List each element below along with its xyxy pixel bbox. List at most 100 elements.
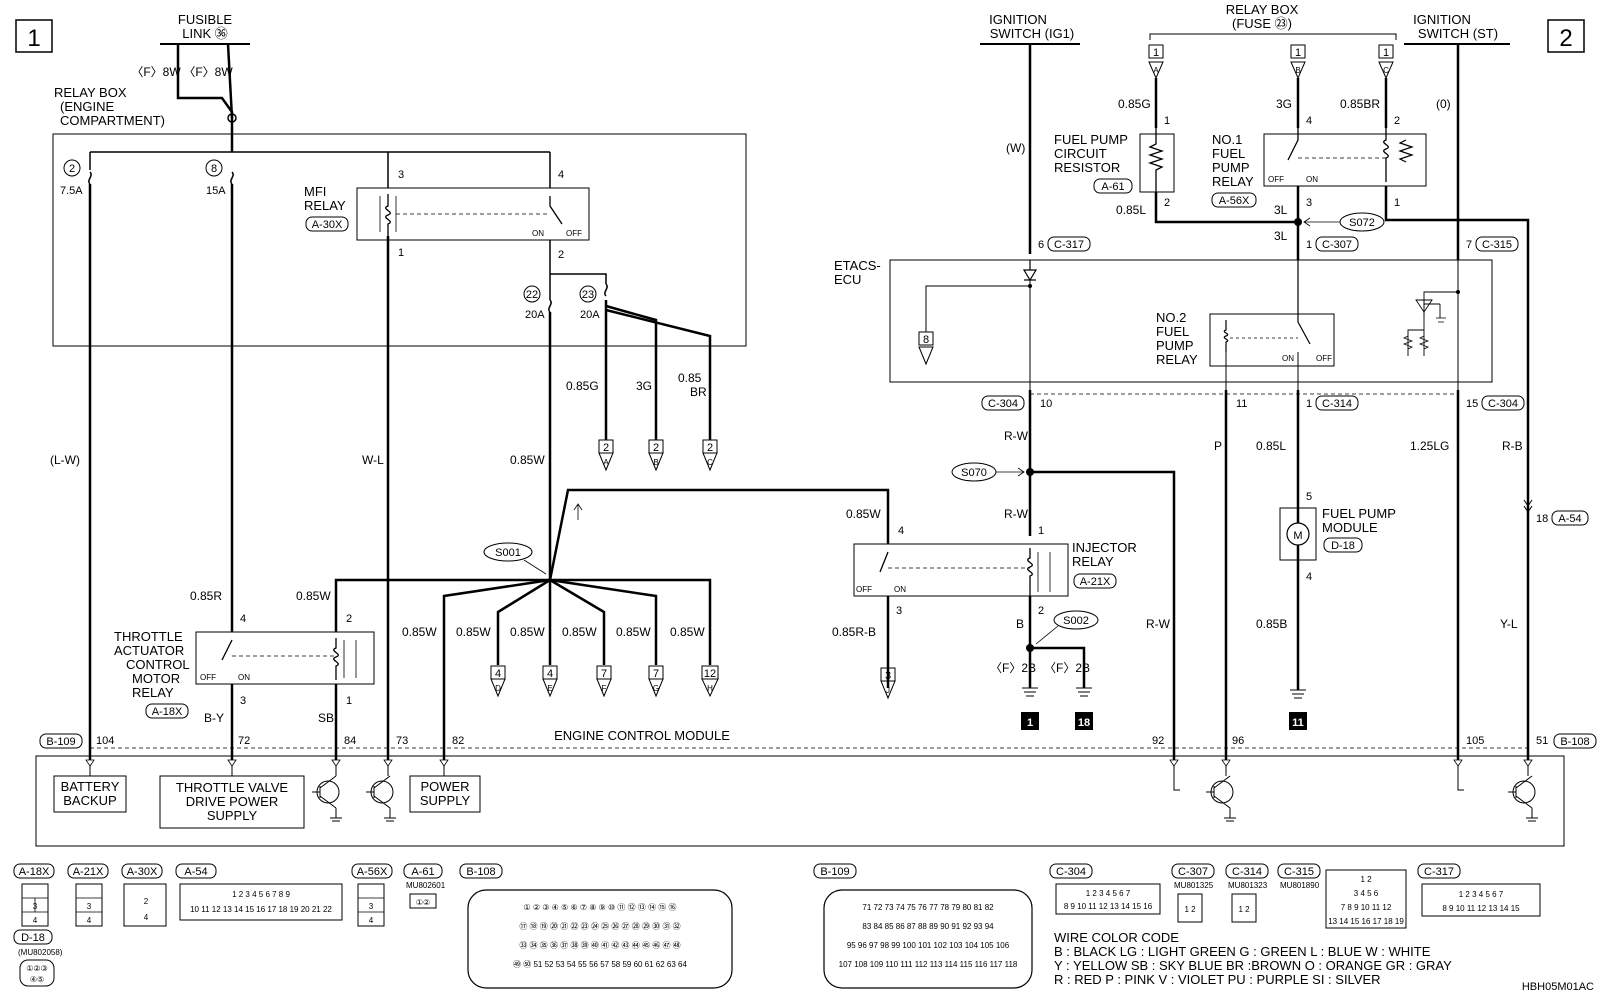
svg-text:0.85W: 0.85W	[510, 625, 545, 639]
svg-text:J: J	[886, 686, 890, 695]
relay-box-outline	[52, 133, 747, 347]
svg-text:10: 10	[1040, 398, 1052, 410]
svg-text:0.85: 0.85	[678, 371, 702, 385]
ecm-transistor-96	[1206, 766, 1236, 822]
terminal-4-d: 4 D	[490, 665, 506, 698]
throttle-relay-1: THROTTLE	[114, 629, 183, 644]
svg-text:(MU802058): (MU802058)	[18, 948, 63, 957]
svg-text:105: 105	[1466, 735, 1484, 747]
svg-text:C-315: C-315	[1482, 239, 1512, 251]
svg-text:1.25LG: 1.25LG	[1410, 439, 1449, 453]
legend-a-30x: A-30X 2 4	[121, 863, 167, 927]
svg-text:4: 4	[1306, 571, 1312, 583]
ground-1: 1	[1021, 712, 1039, 730]
svg-text:D-18: D-18	[21, 932, 45, 944]
ecm-label: ENGINE CONTROL MODULE	[554, 728, 730, 743]
ecm-transistor-73	[366, 766, 396, 822]
fuel-pump-module-1: FUEL PUMP	[1322, 506, 1396, 521]
fp-resistor-2: CIRCUIT	[1054, 146, 1107, 161]
svg-text:12: 12	[704, 668, 716, 680]
svg-text:0.85W: 0.85W	[562, 625, 597, 639]
svg-text:0.85W: 0.85W	[402, 625, 437, 639]
fuse-22: 22	[526, 289, 538, 301]
injector-relay-1: INJECTOR	[1072, 540, 1137, 555]
svg-text:DRIVE POWER: DRIVE POWER	[186, 794, 278, 809]
relay-box-fuse-2: (FUSE ㉓)	[1232, 16, 1292, 31]
svg-text:0.85W: 0.85W	[616, 625, 651, 639]
svg-text:1: 1	[1038, 525, 1044, 537]
fuse-2-rating: 7.5A	[60, 185, 83, 197]
svg-text:C: C	[1383, 66, 1389, 75]
legend-d-18: D-18 (MU802058) ①②③ ④⑤	[13, 929, 63, 987]
svg-text:0.85L: 0.85L	[1116, 203, 1146, 217]
svg-text:2: 2	[144, 897, 149, 906]
svg-text:0.85G: 0.85G	[1118, 97, 1151, 111]
terminal-4-e: 4 E	[542, 665, 558, 698]
etacs-ecu-1: ETACS-	[834, 258, 881, 273]
fuse-8: 8	[211, 163, 217, 175]
svg-text:3: 3	[240, 695, 246, 707]
svg-text:1: 1	[1164, 115, 1170, 127]
svg-text:92: 92	[1152, 735, 1164, 747]
mfi-relay-2: RELAY	[304, 198, 346, 213]
legend-a-21x: A-21X 3 4	[67, 863, 109, 927]
svg-text:104: 104	[96, 735, 114, 747]
svg-text:C-314: C-314	[1322, 398, 1352, 410]
terminal-1-c-top: 1 C	[1378, 44, 1394, 80]
svg-text:C-317: C-317	[1054, 239, 1084, 251]
no1-off: OFF	[1268, 175, 1284, 184]
legend-b-108: B-108 ① ② ③ ④ ⑤ ⑥ ⑦ ⑧ ⑨ ⑩ ⑪ ⑫ ⑬ ⑭ ⑮ ⑯ ⑰ …	[459, 863, 733, 989]
injector-relay-2: RELAY	[1072, 554, 1114, 569]
svg-text:2: 2	[603, 442, 609, 454]
svg-text:4: 4	[33, 916, 38, 925]
svg-text:C-315: C-315	[1284, 866, 1314, 878]
svg-text:D: D	[495, 684, 501, 693]
legend-a-56x: A-56X 3 4	[351, 863, 393, 927]
svg-text:1: 1	[1153, 47, 1159, 59]
svg-text:A-21X: A-21X	[73, 866, 104, 878]
no1-relay-4: RELAY	[1212, 174, 1254, 189]
svg-text:4: 4	[240, 613, 246, 625]
terminal-3-j: 3 J	[880, 667, 896, 700]
svg-text:B: B	[653, 458, 658, 467]
svg-text:A-54: A-54	[184, 866, 207, 878]
svg-text:107 108 109 110 111 112 113 11: 107 108 109 110 111 112 113 114 115 116 …	[839, 960, 1018, 969]
ground-11: 11	[1289, 712, 1307, 730]
svg-text:㊾ ㊿ 51 52 53 54 55 56 57 58 59: ㊾ ㊿ 51 52 53 54 55 56 57 58 59 60 61 62 …	[513, 960, 687, 969]
svg-text:1: 1	[398, 247, 404, 259]
svg-text:8 9 10 11 12 13 14 15: 8 9 10 11 12 13 14 15	[1442, 904, 1520, 913]
svg-text:⑰ ⑱ ⑲ ⑳ ㉑ ㉒ ㉓ ㉔ ㉕ ㉖ ㉗ ㉘ ㉙ ㉚ ㉛: ⑰ ⑱ ⑲ ⑳ ㉑ ㉒ ㉓ ㉔ ㉕ ㉖ ㉗ ㉘ ㉙ ㉚ ㉛ ㉜	[519, 922, 680, 931]
power-supply-box: POWER SUPPLY	[409, 775, 481, 813]
fuse-22-rating: 20A	[525, 309, 545, 321]
svg-text:S070: S070	[961, 467, 987, 479]
svg-text:3: 3	[369, 902, 374, 911]
svg-text:13 14 15 16 17 18 19: 13 14 15 16 17 18 19	[1328, 917, 1404, 926]
svg-text:C-304: C-304	[1488, 398, 1518, 410]
svg-text:0.85G: 0.85G	[566, 379, 599, 393]
svg-text:18: 18	[1536, 513, 1548, 525]
svg-text:3: 3	[1306, 197, 1312, 209]
ignition-st-1: IGNITION	[1413, 12, 1471, 27]
svg-text:1 2: 1 2	[1238, 905, 1250, 914]
terminal-2-a: 2 A	[598, 439, 614, 472]
svg-text:71 72 73 74 75 76 77 78 79 80: 71 72 73 74 75 76 77 78 79 80 81 82	[862, 903, 994, 912]
svg-text:〈F〉2B: 〈F〉2B	[990, 661, 1036, 675]
battery-backup-box: BATTERY BACKUP	[53, 775, 127, 813]
legend-c-304: C-304 1 2 3 4 5 6 7 8 9 10 11 12 13 14 1…	[1049, 863, 1161, 915]
svg-text:(0): (0)	[1436, 97, 1451, 111]
svg-text:18: 18	[1078, 717, 1090, 729]
svg-text:1 2 3 4 5 6 7: 1 2 3 4 5 6 7	[1459, 890, 1504, 899]
svg-text:0.85R: 0.85R	[190, 589, 222, 603]
svg-text:B-108: B-108	[1560, 736, 1589, 748]
svg-text:4: 4	[898, 525, 904, 537]
svg-text:3: 3	[398, 169, 404, 181]
svg-text:SUPPLY: SUPPLY	[420, 793, 471, 808]
svg-text:7: 7	[1466, 239, 1472, 251]
legend-c-315: C-315 MU801890 1 2 3 4 5 6 7 8 9 10 11 1…	[1277, 863, 1407, 929]
svg-text:1: 1	[1306, 239, 1312, 251]
svg-text:R-W: R-W	[1004, 507, 1029, 521]
no2-on: ON	[1282, 354, 1294, 363]
svg-text:MU801323: MU801323	[1228, 881, 1268, 890]
svg-text:2: 2	[1164, 197, 1170, 209]
